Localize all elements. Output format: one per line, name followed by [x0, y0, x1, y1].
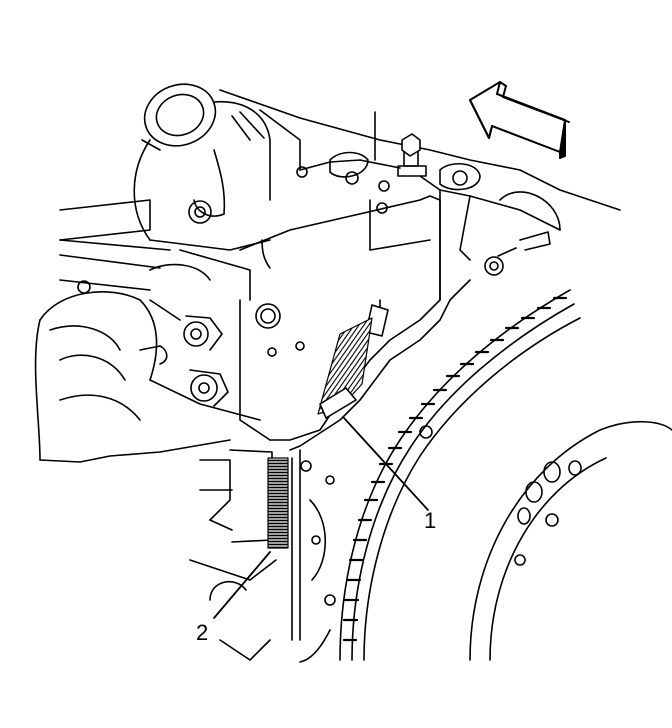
rear-seal-gasket-2: [229, 449, 289, 549]
leader-line-2: [213, 551, 271, 619]
leader-lines: [213, 417, 429, 619]
bolt-icon: [397, 133, 427, 177]
intake-rails: [59, 199, 251, 301]
callout-label-1: 1: [424, 508, 437, 533]
flywheel-disc: [469, 420, 672, 661]
direction-arrow-icon: [469, 81, 570, 159]
flywheel-ring-gear: [339, 289, 581, 661]
rear-seal-gasket-1: [317, 304, 389, 419]
coolant-pipe: [133, 83, 271, 251]
callout-label-2: 2: [196, 620, 209, 645]
bellhousing-plate: [289, 279, 471, 663]
exhaust-manifold: [34, 291, 261, 463]
leader-line-1: [343, 417, 429, 511]
manifold-bolts: [183, 315, 229, 407]
lower-block: [189, 459, 277, 661]
